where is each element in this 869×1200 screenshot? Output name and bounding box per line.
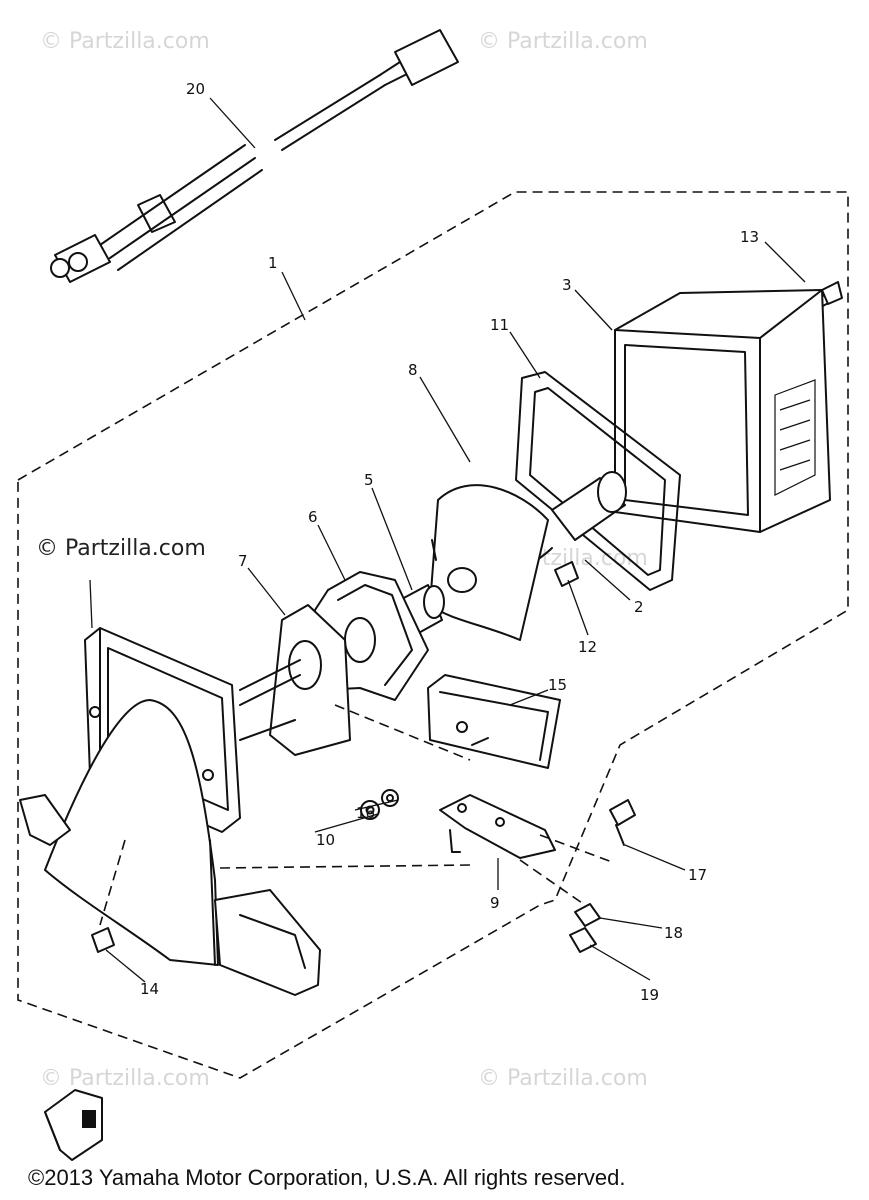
callout-13: 13 bbox=[740, 228, 759, 246]
watermark: © Partzilla.com bbox=[40, 1066, 210, 1091]
reflector bbox=[429, 484, 549, 641]
gasket bbox=[515, 371, 681, 591]
callout-10: 10 bbox=[316, 831, 335, 849]
callout-6: 6 bbox=[308, 508, 318, 526]
holder-bracket bbox=[239, 604, 351, 756]
mounting-bracket bbox=[439, 794, 556, 859]
watermark: © Partzilla.com bbox=[40, 29, 210, 54]
watermark: © Partzilla.com bbox=[478, 29, 648, 54]
callout-5: 5 bbox=[364, 471, 374, 489]
callout-8: 8 bbox=[408, 361, 418, 379]
copyright-notice: ©2013 Yamaha Motor Corporation, U.S.A. A… bbox=[28, 1165, 625, 1190]
nut-19 bbox=[569, 927, 597, 953]
bolt-18 bbox=[574, 903, 601, 927]
callout-16: 16 bbox=[356, 804, 375, 822]
assembly-boundary bbox=[17, 191, 849, 1079]
alignment-lines bbox=[99, 704, 613, 926]
nut-16 bbox=[381, 789, 399, 807]
screw-17 bbox=[609, 799, 636, 846]
callout-19: 19 bbox=[640, 986, 659, 1004]
callout-17: 17 bbox=[688, 866, 707, 884]
callout-18: 18 bbox=[664, 924, 683, 942]
fender-bracket bbox=[19, 699, 321, 996]
lens-housing bbox=[614, 289, 831, 533]
callout-3: 3 bbox=[562, 276, 572, 294]
screw-14 bbox=[91, 927, 115, 953]
watermark: © Partzilla.com bbox=[36, 536, 206, 561]
wire-harness bbox=[50, 29, 459, 283]
callout-9: 9 bbox=[490, 894, 500, 912]
bulb-socket bbox=[509, 471, 627, 581]
screw-12 bbox=[554, 561, 579, 587]
forward-arrow-icon bbox=[44, 1089, 103, 1161]
watermark: © Partzilla.com bbox=[478, 1066, 648, 1091]
callout-1: 1 bbox=[268, 254, 278, 272]
callout-11: 11 bbox=[490, 316, 509, 334]
callout-20: 20 bbox=[186, 80, 205, 98]
callout-12: 12 bbox=[578, 638, 597, 656]
callout-7: 7 bbox=[238, 552, 248, 570]
callout-15: 15 bbox=[548, 676, 567, 694]
reflector-plate bbox=[427, 674, 561, 769]
callout-2: 2 bbox=[634, 598, 644, 616]
leader-lines bbox=[89, 97, 806, 983]
callout-14: 14 bbox=[140, 980, 159, 998]
